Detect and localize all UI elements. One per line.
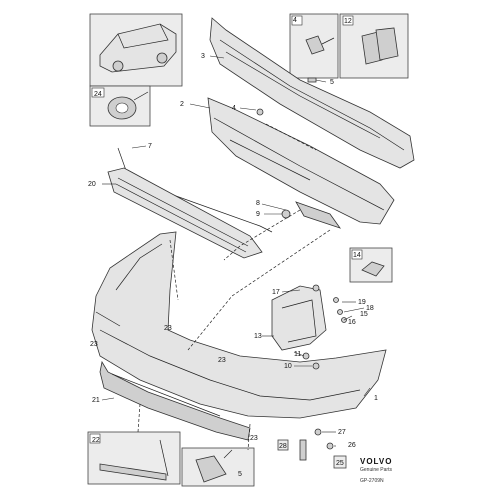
callout-17: 17 — [272, 289, 280, 296]
callout-13: 13 — [254, 333, 262, 340]
tread-plate-20 — [107, 167, 263, 259]
callout-2: 2 — [180, 101, 184, 108]
fasteners — [256, 77, 347, 461]
bumper-cover-1 — [91, 231, 387, 419]
side-bracket-13 — [271, 285, 327, 351]
inset-item-14 — [349, 247, 393, 283]
callout-20: 20 — [88, 181, 96, 188]
brand-subtitle: Genuine Parts — [360, 467, 392, 473]
callout-9: 9 — [256, 211, 260, 218]
leader-lines — [101, 55, 371, 459]
callout-15: 15 — [360, 311, 368, 318]
callout-28: 28 — [279, 443, 287, 450]
callout-1: 1 — [374, 395, 378, 402]
callout-24: 24 — [94, 91, 102, 98]
callout-12: 12 — [344, 18, 352, 25]
bumper-reinforcement-2 — [207, 97, 395, 225]
callout-27: 27 — [338, 429, 346, 436]
callout-21: 21 — [92, 397, 100, 404]
callout-7: 7 — [148, 143, 152, 150]
callout-26: 26 — [348, 442, 356, 449]
callout-16: 16 — [348, 319, 356, 326]
callout-23c: 23 — [218, 357, 226, 364]
inset-item-22 — [87, 431, 181, 485]
assembly-guide-lines — [137, 123, 331, 451]
inset-item-24 — [89, 85, 151, 127]
impact-absorber-3 — [209, 17, 415, 169]
callout-10: 10 — [284, 363, 292, 370]
callout-labels: 3 2 4 4 12 5 24 7 20 8 9 14 17 19 18 15 … — [88, 17, 378, 478]
inset-item-28 — [277, 439, 289, 451]
callout-4a: 4 — [232, 105, 236, 112]
inset-items-4-12 — [289, 13, 409, 79]
lower-trim-21 — [99, 360, 251, 441]
inset-car-thumbnail — [89, 13, 183, 87]
callout-11: 11 — [294, 351, 301, 358]
callout-8: 8 — [256, 200, 260, 207]
inset-item-25 — [333, 455, 347, 469]
callout-23a: 23 — [164, 325, 172, 332]
volvo-brand-block: VOLVO Genuine Parts GP-2709N — [360, 457, 392, 484]
diagram-code: GP-2709N — [360, 478, 384, 484]
callout-19: 19 — [358, 299, 366, 306]
callout-3: 3 — [201, 53, 205, 60]
inset-item-5 — [181, 447, 255, 487]
callout-22: 22 — [92, 437, 100, 444]
brand-name: VOLVO — [360, 457, 392, 466]
callout-23d: 23 — [250, 435, 258, 442]
callout-23b: 23 — [90, 341, 98, 348]
callout-5a: 5 — [330, 79, 334, 86]
callout-5b: 5 — [238, 471, 242, 478]
callout-4b: 4 — [293, 17, 297, 24]
callout-18: 18 — [366, 305, 374, 312]
callout-14: 14 — [353, 252, 361, 259]
callout-25: 25 — [336, 460, 344, 467]
